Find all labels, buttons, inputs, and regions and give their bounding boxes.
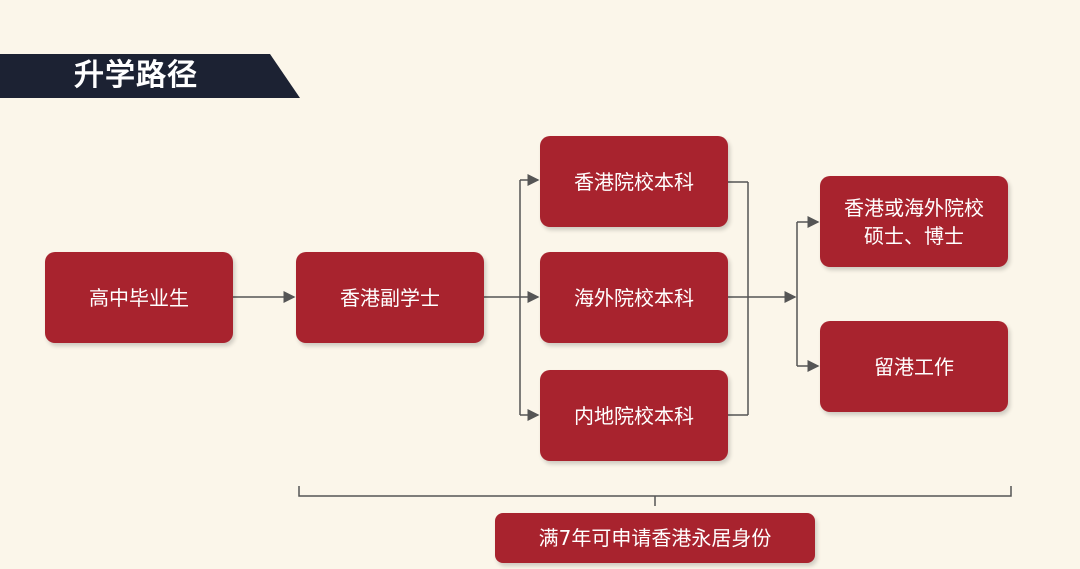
node-label: 香港院校本科	[574, 169, 694, 194]
page-title: 升学路径	[74, 58, 198, 93]
node-mainland-undergrad: 内地院校本科	[540, 370, 728, 461]
node-high-school-graduate: 高中毕业生	[45, 252, 233, 343]
node-hk-undergrad: 香港院校本科	[540, 136, 728, 227]
node-label-line2: 硕士、博士	[864, 223, 964, 248]
bottom-brace	[298, 486, 1012, 497]
node-postgraduate: 香港或海外院校 硕士、博士	[820, 176, 1008, 267]
node-hk-associate-degree: 香港副学士	[296, 252, 484, 343]
node-label: 满7年可申请香港永居身份	[538, 526, 772, 550]
node-label: 内地院校本科	[574, 403, 694, 428]
node-label-line1: 香港或海外院校	[844, 195, 984, 220]
node-stay-hk-work: 留港工作	[820, 321, 1008, 412]
node-label: 香港副学士	[340, 285, 440, 310]
node-label: 海外院校本科	[574, 285, 694, 310]
node-permanent-residency: 满7年可申请香港永居身份	[495, 513, 815, 563]
title-banner	[0, 54, 300, 98]
node-label: 高中毕业生	[89, 285, 189, 310]
node-overseas-undergrad: 海外院校本科	[540, 252, 728, 343]
node-label: 留港工作	[874, 354, 954, 379]
